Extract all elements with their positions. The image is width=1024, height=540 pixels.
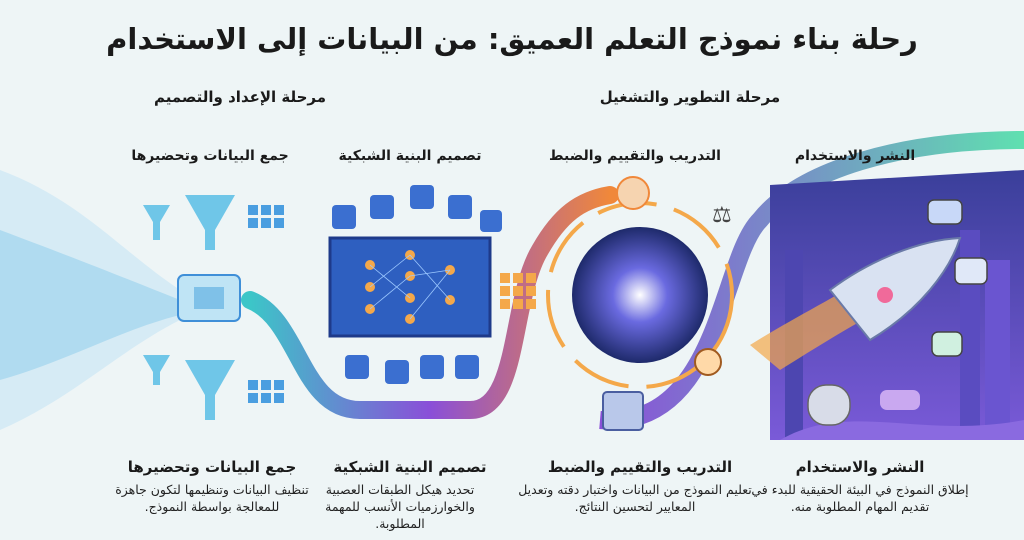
stage-heading-training: التدريب والتقييم والضبط — [547, 458, 733, 476]
stage-title-architecture: تصميم البنية الشبكية — [338, 148, 482, 164]
stage-description-data: تنظيف البيانات وتنظيمها لتكون جاهزة للمع… — [115, 482, 309, 514]
data-stream — [0, 170, 180, 430]
gauge-icon — [694, 348, 722, 376]
flow-ribbon — [241, 186, 619, 419]
phase-label-setup: مرحلة الإعداد والتصميم — [153, 88, 327, 106]
stage-description-training: تعليم النموذج من البيانات واختبار دقته و… — [518, 482, 752, 514]
mri-scanner-icon — [807, 384, 851, 426]
rocket-icon — [750, 236, 962, 370]
scale-icon: ⚖ — [712, 203, 732, 228]
car-icon — [927, 199, 963, 225]
stage-title-deployment: النشر والاستخدام — [794, 148, 916, 164]
stage-heading-data: جمع البيانات وتحضيرها — [127, 458, 297, 476]
funnel-icon — [143, 195, 235, 420]
grid-icon — [248, 205, 284, 403]
chat-icon — [931, 331, 963, 357]
neural-network-icon — [328, 236, 492, 338]
stage-heading-architecture: تصميم البنية الشبكية — [333, 458, 487, 476]
brain-icon — [616, 176, 650, 210]
car-icon — [880, 390, 920, 410]
processor-chip-icon — [177, 274, 241, 322]
stage-title-data: جمع البيانات وتحضيرها — [131, 148, 289, 164]
module-icons — [332, 185, 502, 384]
sliders-icon — [602, 391, 644, 431]
brain-icon — [572, 227, 708, 363]
stage-title-training: التدريب والتقييم والضبط — [549, 148, 721, 164]
stage-description-deployment: إطلاق النموذج في البيئة الحقيقية للبدء ف… — [751, 482, 969, 514]
stage-heading-deployment: النشر والاستخدام — [795, 458, 925, 476]
camera-icon — [954, 257, 988, 285]
phase-label-development: مرحلة التطوير والتشغيل — [599, 88, 781, 106]
flow-ribbon-right — [599, 131, 1024, 430]
page-title: رحلة بناء نموذج التعلم العميق: من البيان… — [106, 22, 918, 56]
grid-icon — [500, 273, 536, 309]
stage-description-architecture: تحديد هيكل الطبقات العصبية والخوارزميات … — [325, 482, 475, 531]
